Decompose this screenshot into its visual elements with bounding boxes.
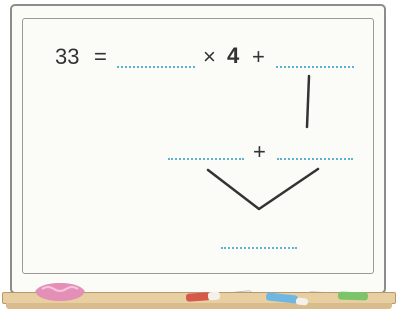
down-line (307, 76, 309, 127)
v-connector (208, 169, 318, 209)
chalk-ledge-front (6, 303, 392, 309)
